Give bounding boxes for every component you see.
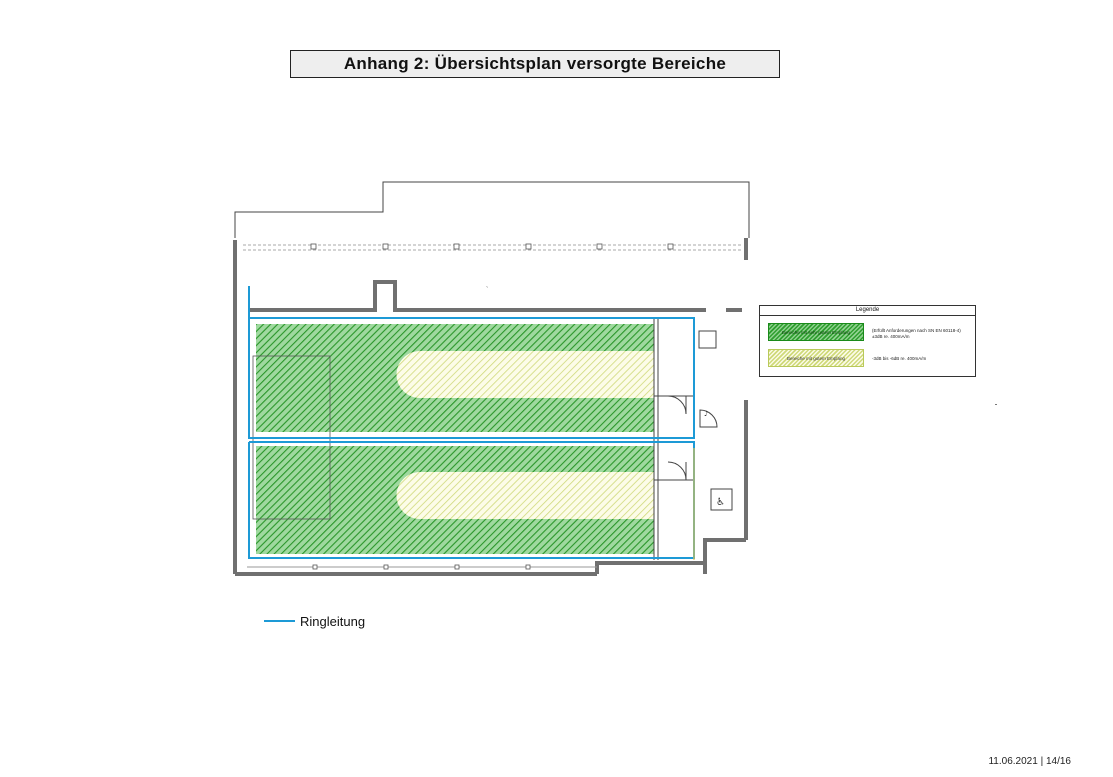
- legend-title: Legende: [760, 306, 975, 316]
- bottom-columns: [312, 564, 531, 570]
- coverage-area-good-1: [396, 351, 654, 398]
- legend-swatch-good: Bereiche mit gutem Empfang: [768, 349, 864, 367]
- ring-legend-label: Ringleitung: [300, 613, 366, 629]
- legend-swatch-very-good: Bereiche mit sehr gutem Empfang: [768, 323, 864, 341]
- legend-desc-very-good: (Erfüllt Anforderungen nach SN EN 60118-…: [872, 328, 972, 340]
- walls: [233, 238, 748, 576]
- ring-legend: Ringleitung: [264, 612, 365, 630]
- legend-desc-good: -3dB bis -6dB re. 400mA/m: [872, 356, 927, 361]
- footer-page: 14/16: [1045, 756, 1071, 767]
- wheelchair-icon: ♿: [716, 497, 725, 508]
- corner-mark: [995, 404, 997, 405]
- footer-separator: |: [1040, 756, 1044, 767]
- footer-date: 11.06.2021: [988, 756, 1038, 767]
- columns: [310, 243, 674, 250]
- legend-row-very-good: Bereiche mit sehr gutem Empfang (Erfüllt…: [760, 323, 975, 343]
- legend-desc-very-good-line2: ±3dB re. 400mA/m: [872, 334, 910, 339]
- legend-desc-very-good-line1: (Erfüllt Anforderungen nach SN EN 60118-…: [872, 328, 961, 333]
- page-footer: 11.06.2021 | 14/16: [988, 756, 1071, 767]
- page-title-text: Anhang 2: Übersichtsplan versorgte Berei…: [343, 54, 727, 73]
- tick-mark: `: [486, 287, 488, 294]
- coverage-area-good-2: [396, 472, 654, 519]
- legend-row-good: Bereiche mit gutem Empfang -3dB bis -6dB…: [760, 349, 975, 369]
- legend: Legende Bereiche mit sehr gutem Empfang …: [759, 305, 976, 377]
- ring-legend-line: [264, 620, 295, 622]
- speaker-icon: ♪: [704, 410, 708, 418]
- page-title: Anhang 2: Übersichtsplan versorgte Berei…: [290, 50, 780, 78]
- building-outline: [234, 181, 750, 238]
